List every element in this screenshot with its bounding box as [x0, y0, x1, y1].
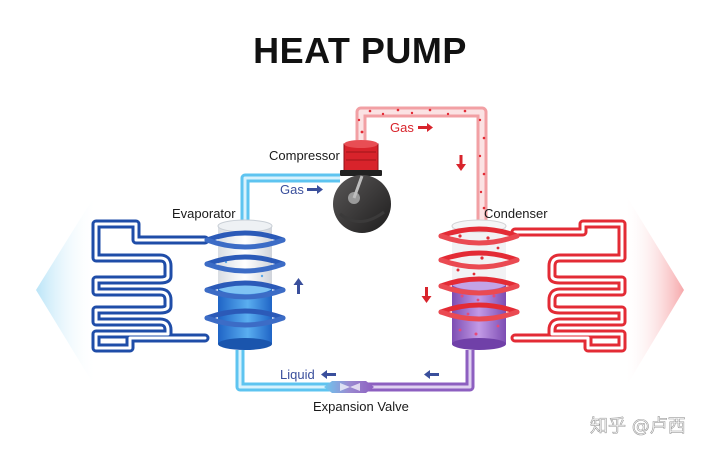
arrow-up-icon [293, 278, 304, 294]
arrow-right-icon [307, 185, 323, 194]
hot-gas-flow-label: Gas [390, 120, 414, 135]
arrow-left-icon [321, 370, 336, 379]
watermark: 知乎 @卢西 [590, 416, 686, 437]
condenser-outer-coil [510, 219, 627, 353]
evaporator-outer-coil [91, 219, 210, 353]
arrow-left-icon [424, 370, 439, 379]
cold-air-arrow [36, 192, 97, 390]
flow-arrows [293, 123, 466, 379]
arrow-down-icon [421, 287, 432, 303]
condenser-inner-coil [438, 226, 520, 322]
arrow-right-icon [418, 123, 433, 132]
evaporator-inner-coil [204, 230, 286, 328]
compressor-label: Compressor [269, 148, 340, 163]
liquid-flow-label: Liquid [280, 367, 315, 382]
hot-gas-bubbles [357, 108, 486, 210]
arrow-down-icon [456, 155, 466, 171]
compressor [333, 140, 391, 233]
gas-flow-label: Gas [280, 182, 304, 197]
expansion-valve [324, 381, 374, 393]
hot-air-arrow [624, 192, 684, 390]
expansion-valve-label: Expansion Valve [313, 399, 409, 414]
diagram-title: HEAT PUMP [253, 30, 467, 71]
refrigerant-loop [235, 106, 488, 392]
condenser-label: Condenser [484, 206, 548, 221]
evaporator-label: Evaporator [172, 206, 236, 221]
